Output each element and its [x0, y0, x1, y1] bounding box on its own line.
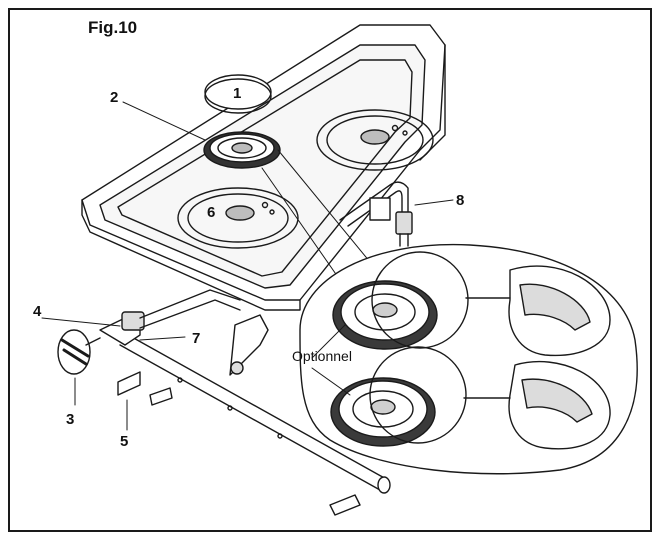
burner-cap — [204, 74, 272, 114]
front-burner-area — [177, 187, 299, 249]
rear-burner-area — [316, 109, 434, 171]
control-knob — [57, 329, 101, 375]
gas-rail — [119, 335, 391, 516]
callout-7: 7 — [192, 330, 201, 347]
burner-head — [203, 131, 281, 169]
callout-8: 8 — [456, 192, 465, 209]
figure-frame — [8, 8, 652, 532]
gas-tap-valve — [99, 289, 269, 396]
optional-label: Optionnel — [292, 348, 352, 364]
callout-6: 6 — [207, 204, 216, 221]
detail-zoom-bubble — [299, 243, 638, 475]
callout-1: 1 — [233, 85, 242, 102]
callout-4: 4 — [33, 303, 42, 320]
gas-inlet-pipe — [339, 181, 413, 247]
callout-2: 2 — [110, 89, 119, 106]
callout-3: 3 — [66, 411, 75, 428]
figure-title: Fig.10 — [88, 18, 138, 37]
callout-5: 5 — [120, 433, 129, 450]
